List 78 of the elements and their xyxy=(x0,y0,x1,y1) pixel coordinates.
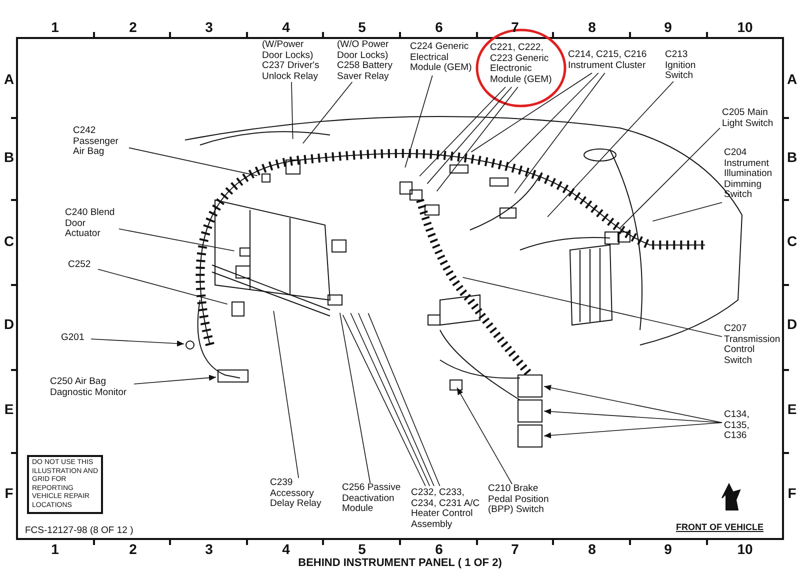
leader-line xyxy=(404,75,433,168)
grid-number: 8 xyxy=(588,19,596,35)
callout-label: C224 Generic Electrical Module (GEM) xyxy=(410,42,474,74)
grid-letter: A xyxy=(4,71,14,87)
leader-line xyxy=(547,81,674,218)
grid-number: 3 xyxy=(205,541,213,557)
grid-letter: D xyxy=(786,316,798,332)
grid-letter: B xyxy=(4,149,14,165)
leader-line xyxy=(456,387,512,484)
callout-label: C210 Brake Pedal Position (BPP) Switch xyxy=(488,484,554,516)
callout-label: C252 xyxy=(68,260,98,270)
callout-label: C221, C222, C223 Generic Electronic Module (GEM) xyxy=(490,43,552,85)
leader-line xyxy=(507,72,599,165)
leader-line xyxy=(470,72,592,152)
leader-line xyxy=(462,277,722,337)
grid-number: 4 xyxy=(282,19,290,35)
leader-line xyxy=(98,268,228,304)
grid-number: 5 xyxy=(358,19,366,35)
leader-line xyxy=(419,86,506,176)
callout-label: C250 Air Bag Dagnostic Monitor xyxy=(50,377,134,398)
leader-line xyxy=(90,338,184,347)
leader-line xyxy=(544,384,722,423)
leader-line xyxy=(652,202,722,222)
grid-number: 9 xyxy=(664,19,672,35)
leader-line xyxy=(273,310,299,478)
leader-line xyxy=(544,408,722,423)
callout-label: (W/Power Door Locks) C237 Driver's Unlock Relay xyxy=(262,40,320,82)
grid-number: 5 xyxy=(358,541,366,557)
leader-line xyxy=(128,147,258,176)
callout-label: C240 Blend Door Actuator xyxy=(65,208,119,240)
leader-line xyxy=(436,86,518,192)
grid-number: 6 xyxy=(435,541,443,557)
grid-number: 1 xyxy=(51,19,59,35)
callout-label: C214, C215, C216 Instrument Cluster xyxy=(568,50,648,71)
direction-label: FRONT OF VEHICLE xyxy=(676,522,764,532)
callout-label: C239 Accessory Delay Relay xyxy=(270,478,332,510)
callout-label: C205 Main Light Switch xyxy=(722,108,778,129)
callout-label: C213 Ignition Switch xyxy=(665,50,711,82)
grid-number: 1 xyxy=(51,541,59,557)
callout-label: (W/O Power Door Locks) C258 Battery Saver Relay xyxy=(337,40,401,82)
grid-number: 4 xyxy=(282,541,290,557)
leader-line xyxy=(426,86,512,184)
leader-line xyxy=(514,72,606,194)
grid-number: 6 xyxy=(435,19,443,35)
leader-line xyxy=(118,228,235,252)
grid-letter: A xyxy=(786,71,798,87)
grid-number: 9 xyxy=(664,541,672,557)
leader-line xyxy=(291,82,294,140)
grid-number: 10 xyxy=(737,541,753,557)
callout-label: C207 Transmission Control Switch xyxy=(724,324,784,366)
leader-line xyxy=(619,128,720,229)
callout-label: G201 xyxy=(61,333,91,344)
grid-number: 2 xyxy=(129,19,137,35)
callout-label: C134, C135, C136 xyxy=(724,410,760,442)
grid-letter: F xyxy=(788,485,796,501)
leader-line xyxy=(368,312,440,486)
callout-label: C232, C233, C234, C231 A/C Heater Control Assembly xyxy=(411,488,483,530)
leader-line xyxy=(340,312,371,484)
grid-number: 10 xyxy=(737,19,753,35)
grid-number: 2 xyxy=(129,541,137,557)
callout-label: C242 Passenger Air Bag xyxy=(73,126,129,158)
grid-letter: E xyxy=(4,401,14,417)
grid-letter: C xyxy=(786,233,798,249)
grid-number: 3 xyxy=(205,19,213,35)
leader-line xyxy=(302,82,353,144)
grid-letter: F xyxy=(4,485,14,501)
grid-number: 8 xyxy=(588,541,596,557)
caption: BEHIND INSTRUMENT PANEL ( 1 OF 2) xyxy=(297,557,503,569)
grid-letter: B xyxy=(786,149,798,165)
grid-letter: C xyxy=(4,233,14,249)
grid-letter: E xyxy=(787,401,797,417)
leader-line xyxy=(342,314,426,486)
leader-line xyxy=(544,422,722,438)
grid-number: 7 xyxy=(511,541,519,557)
leader-line xyxy=(134,374,216,384)
grid-letter: D xyxy=(4,316,14,332)
document-code: FCS-12127-98 (8 OF 12 ) xyxy=(25,526,134,536)
callout-label: C256 Passive Deactivation Module xyxy=(342,483,404,514)
